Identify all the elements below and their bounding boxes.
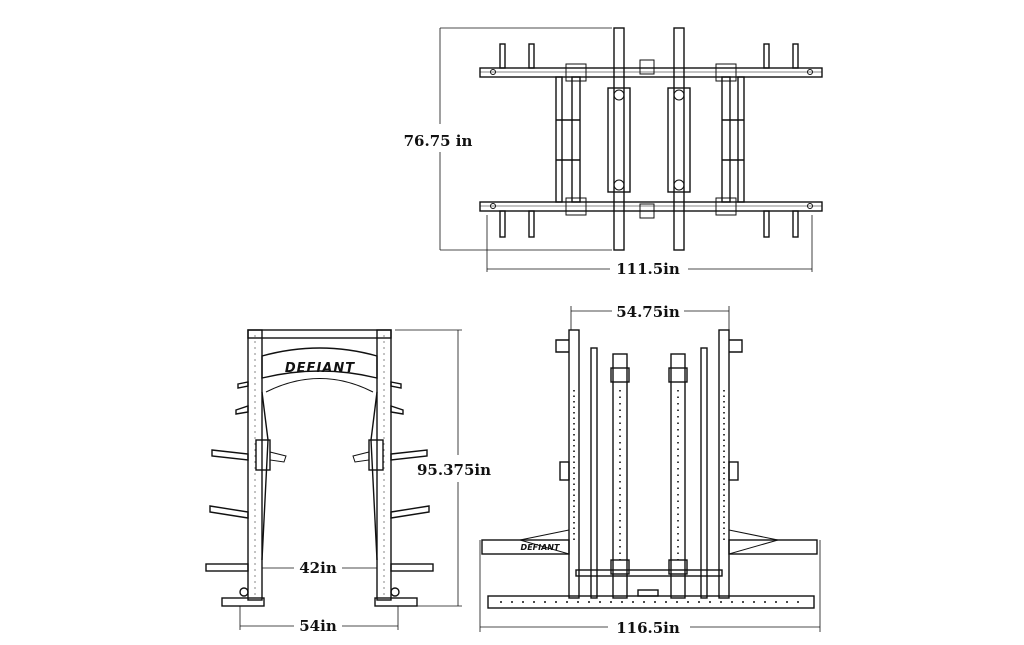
side-view-inner-guides (255, 391, 384, 561)
side-view-j-hooks (269, 451, 370, 463)
front-view-base (487, 569, 815, 609)
side-view-top-frame (247, 329, 392, 393)
side-view-inner-width-label: 42in (299, 559, 337, 577)
front-view-carriage-columns (610, 353, 688, 599)
front-view-overall-width-label: 116.5in (616, 619, 680, 637)
top-view-depth-label: 76.75 in (404, 132, 473, 150)
top-view-rails (479, 67, 823, 212)
top-view-frame (555, 27, 745, 251)
top-view-hardware (490, 59, 813, 219)
front-view-outer-uprights (555, 329, 743, 599)
front-view-brand-logo: DEFIANT (521, 543, 560, 552)
top-view-width-label: 111.5in (616, 260, 680, 278)
front-view-upright-span-dimension (570, 306, 730, 330)
side-view-storage-pegs (205, 381, 434, 572)
side-view-height-label: 95.375in (417, 461, 491, 479)
top-view-width-dimension (486, 215, 813, 272)
front-view-upright-span-label: 54.75in (616, 303, 680, 321)
side-view: 95.375in DEFIANT (205, 329, 491, 635)
front-view-overall-width-dimension (479, 540, 821, 632)
top-view-depth-dimension (439, 27, 612, 251)
front-view: 54.75in (479, 303, 821, 637)
top-view-storage-pegs (499, 43, 799, 238)
top-view: 76.75 in 111.5in (404, 27, 823, 278)
side-view-base-width-dimension (239, 606, 399, 630)
front-view-side-extensions (481, 529, 818, 555)
front-view-inner-bars (590, 347, 708, 599)
side-view-base (221, 587, 418, 607)
side-view-base-width-label: 54in (299, 617, 337, 635)
side-view-brand-logo: DEFIANT (285, 361, 355, 376)
